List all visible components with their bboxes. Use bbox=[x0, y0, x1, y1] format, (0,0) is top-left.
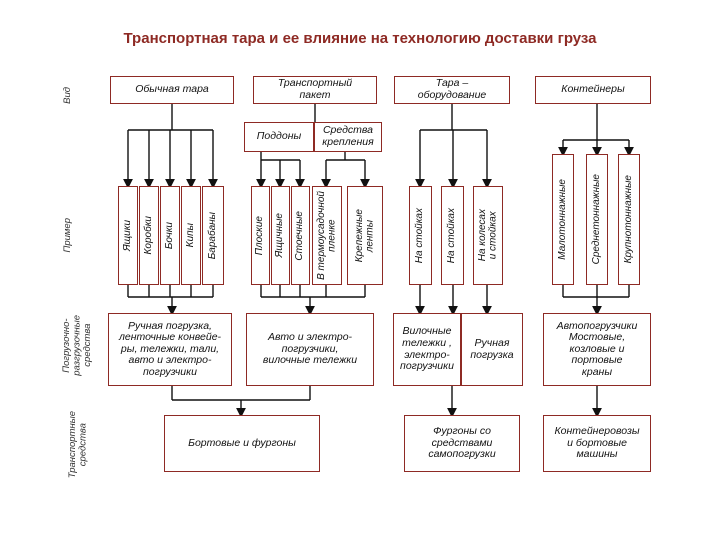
example-boxes: Ящики bbox=[118, 186, 138, 285]
example-shrink-film: В термоусадочной пленке bbox=[312, 186, 342, 285]
diagram-title: Транспортная тара и ее влияние на технол… bbox=[123, 30, 597, 47]
type-containers: Контейнеры bbox=[535, 76, 651, 104]
type-regular-packaging: Обычная тара bbox=[110, 76, 234, 104]
transport-self-loading-vans: Фургоны со средствами самопогрузки bbox=[404, 415, 520, 472]
example-small-tonnage: Малотоннажные bbox=[552, 154, 574, 285]
example-on-wheels-and-posts: На колесах и стойках bbox=[473, 186, 503, 285]
example-drums: Барабаны bbox=[202, 186, 224, 285]
example-large-tonnage: Крупнотоннажные bbox=[618, 154, 640, 285]
loading-group-2: Авто и электро- погрузчики, вилочные тел… bbox=[246, 313, 374, 386]
example-fastening-tapes: Крепежные ленты bbox=[347, 186, 383, 285]
loading-group-3-forklifts: Вилочные тележки , электро- погрузчики bbox=[393, 313, 461, 386]
example-post-pallets: Стоечные bbox=[291, 186, 310, 285]
example-on-posts-1: На стойках bbox=[409, 186, 432, 285]
type-equipment-packaging: Тара – оборудование bbox=[394, 76, 510, 104]
sub-fastening-means: Средства крепления bbox=[314, 122, 382, 152]
loading-group-3-manual: Ручная погрузка bbox=[461, 313, 523, 386]
transport-container-trucks: Контейнеровозы и бортовые машины bbox=[543, 415, 651, 472]
example-medium-tonnage: Среднетоннажные bbox=[586, 154, 608, 285]
example-cartons: Коробки bbox=[139, 186, 159, 285]
example-box-pallets: Ящичные bbox=[271, 186, 290, 285]
example-barrels: Бочки bbox=[160, 186, 180, 285]
sub-pallets: Поддоны bbox=[244, 122, 314, 152]
transport-trucks-and-vans: Бортовые и фургоны bbox=[164, 415, 320, 472]
example-on-posts-2: На стойках bbox=[441, 186, 464, 285]
example-flat-pallets: Плоские bbox=[251, 186, 270, 285]
type-transport-package: Транспортный пакет bbox=[253, 76, 377, 104]
loading-group-1: Ручная погрузка, ленточные конвейе- ры, … bbox=[108, 313, 232, 386]
example-bales: Кипы bbox=[181, 186, 201, 285]
loading-group-4: Автопогрузчики Мостовые, козловые и порт… bbox=[543, 313, 651, 386]
